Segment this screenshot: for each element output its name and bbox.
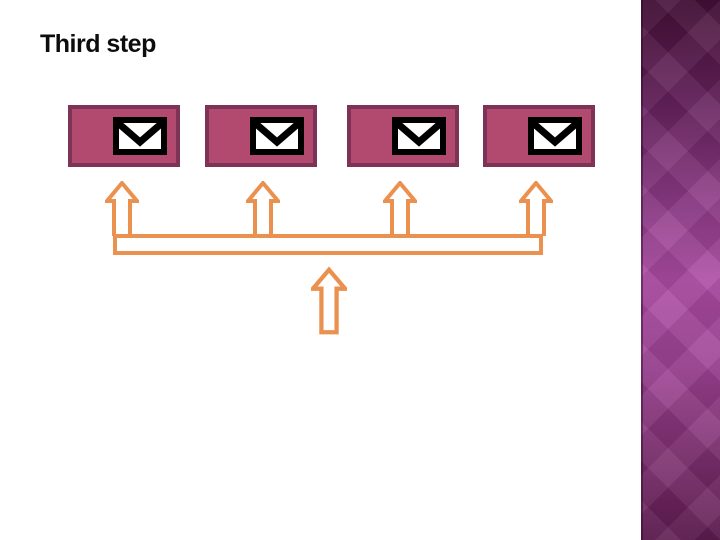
mailbox-shape-4 bbox=[483, 105, 595, 167]
envelope-icon bbox=[113, 117, 167, 155]
up-arrow-icon bbox=[519, 181, 553, 236]
sidebar-decoration bbox=[641, 0, 720, 540]
mailbox-shape-1 bbox=[68, 105, 180, 167]
envelope-icon bbox=[392, 117, 446, 155]
mailbox-shape-2 bbox=[205, 105, 317, 167]
up-arrow-icon bbox=[383, 181, 417, 236]
connector-bar bbox=[113, 234, 543, 255]
envelope-icon bbox=[528, 117, 582, 155]
mailbox-shape-3 bbox=[347, 105, 459, 167]
up-arrow-icon bbox=[246, 181, 280, 236]
envelope-icon bbox=[250, 117, 304, 155]
up-arrow-icon bbox=[105, 181, 139, 236]
up-arrow-icon bbox=[311, 266, 347, 335]
slide-title: Third step bbox=[40, 30, 156, 58]
